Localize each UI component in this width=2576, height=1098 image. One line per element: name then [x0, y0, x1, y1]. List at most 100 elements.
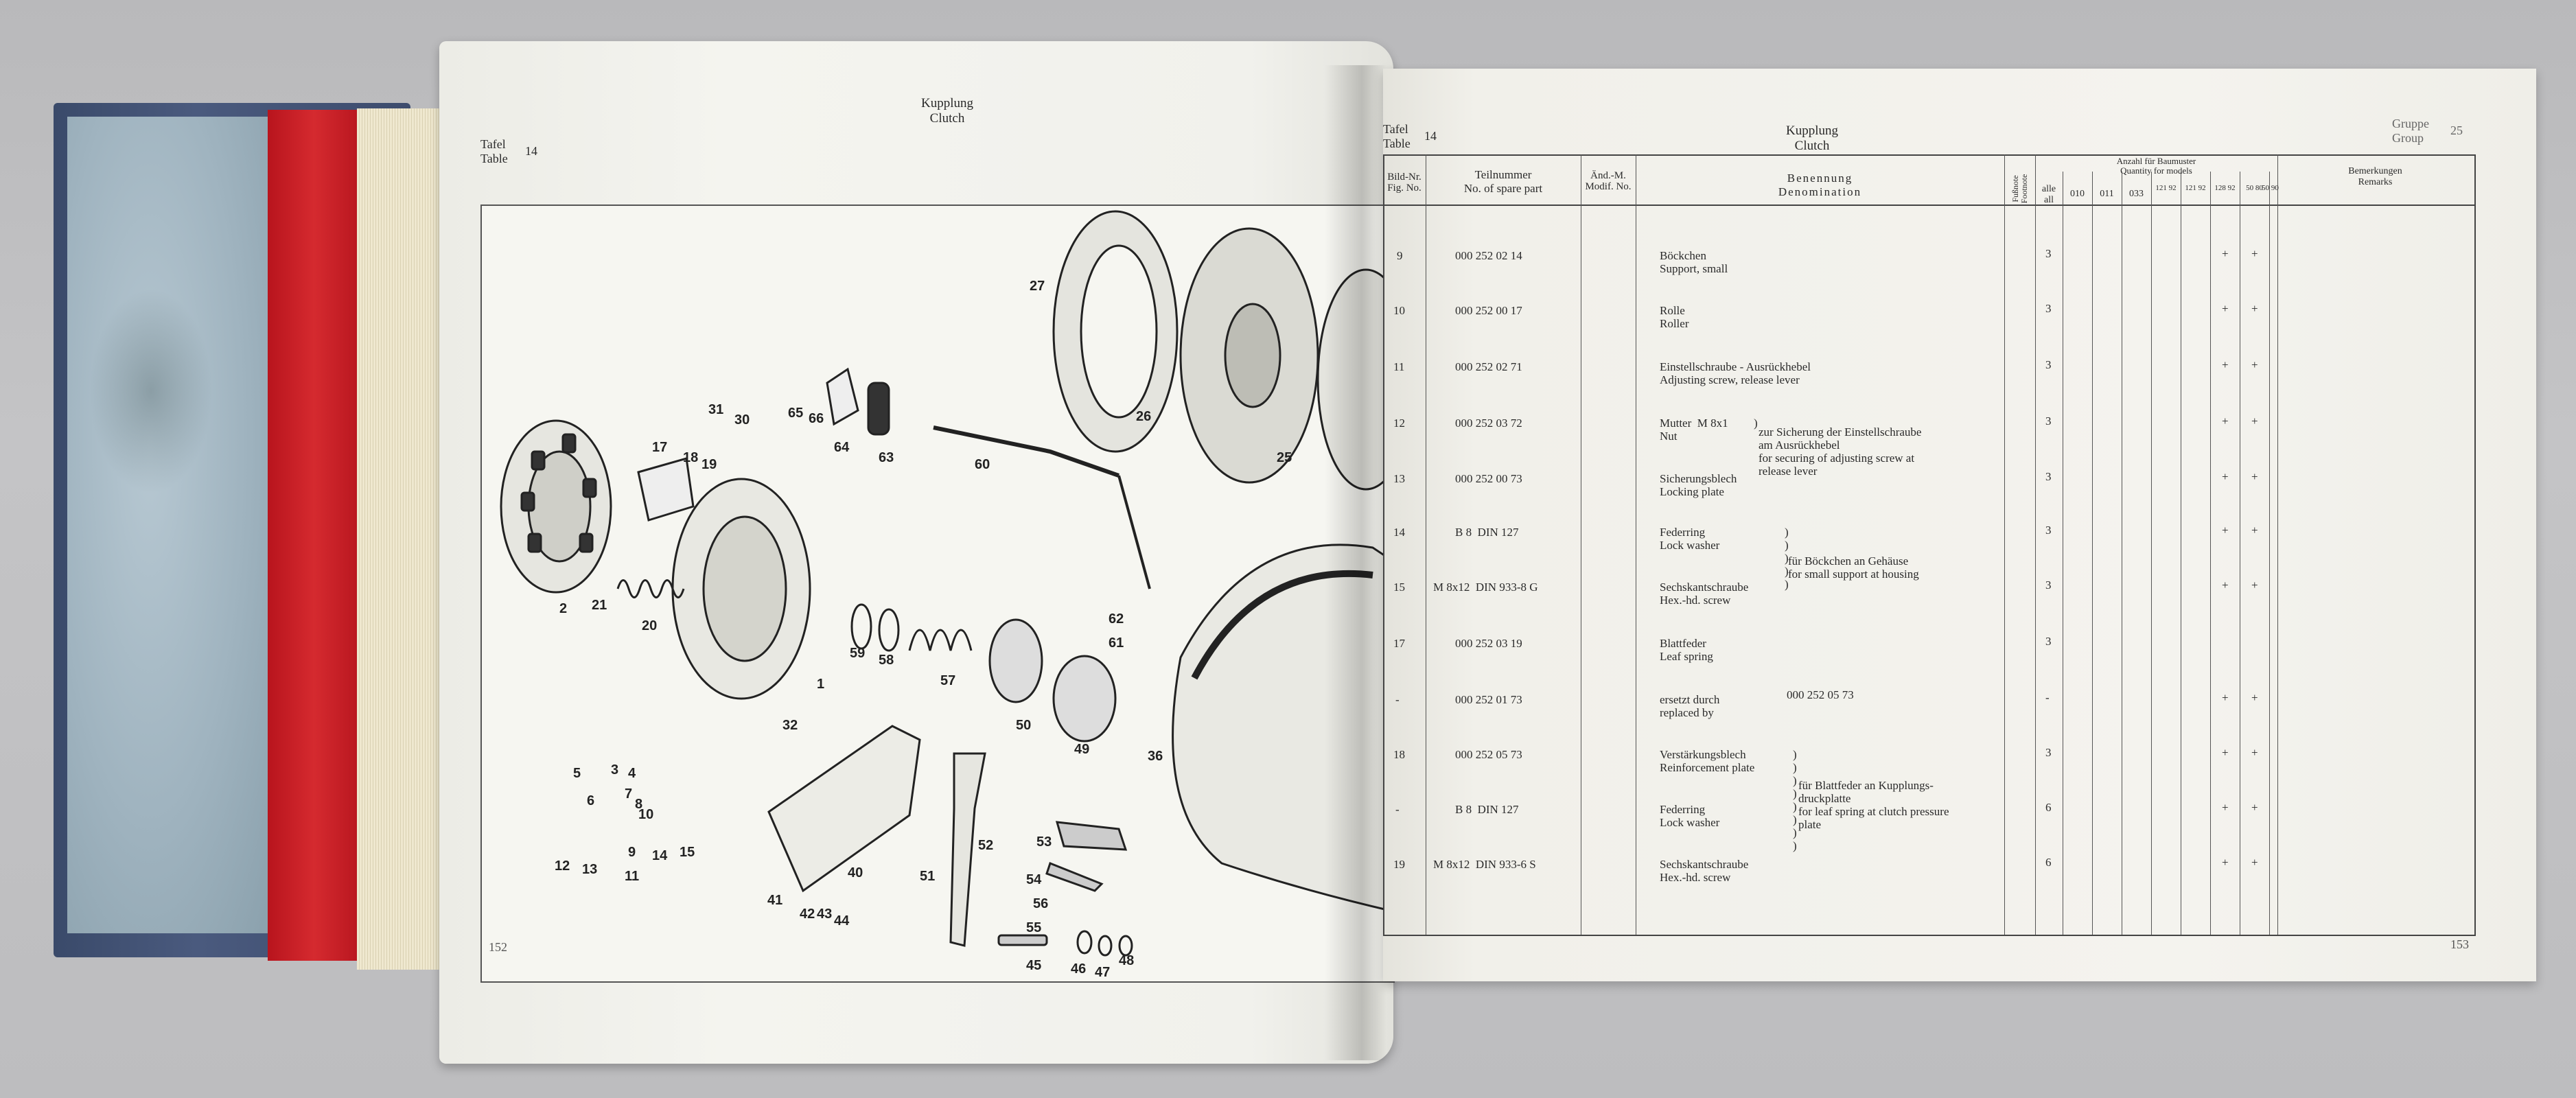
row-plus-a: + [2222, 801, 2229, 814]
table-header-divider [1383, 205, 2474, 206]
note-18a: für Blattfeder an Kupplungs- [1798, 779, 1934, 792]
bolt-45 [997, 934, 1048, 946]
col-divider-010 [2092, 172, 2093, 935]
header-modif: Änd.-M. Modif. No. [1581, 170, 1636, 192]
row-fig: 9 [1397, 249, 1403, 262]
label-10: 10 [638, 807, 653, 822]
row-fig: - [1395, 693, 1400, 706]
row-part: M 8x12 DIN 933-8 G [1433, 581, 1538, 594]
row-part: 000 252 01 73 [1455, 693, 1522, 706]
row-plus-b: + [2251, 247, 2258, 260]
header-col-5: 121 92 [2155, 184, 2177, 192]
release-rod-end [1117, 475, 1151, 589]
row-name-en: Support, small [1660, 262, 1728, 275]
row-qty: 3 [2045, 579, 2052, 592]
row-part: 000 252 00 17 [1455, 304, 1522, 317]
bracket-18: ) ) ) ) ) ) ) ) [1793, 748, 1797, 852]
label-11: 11 [625, 869, 639, 884]
note-12c: for securing of adjusting screw at [1759, 452, 1915, 465]
left-page-number: 152 [489, 940, 507, 954]
label-47: 47 [1095, 965, 1110, 980]
label-4: 4 [628, 766, 636, 781]
marbled-endpaper [67, 117, 273, 933]
label-19: 19 [701, 457, 717, 472]
row-qty: 3 [2045, 635, 2052, 648]
wave-spring-57 [908, 629, 973, 651]
label-25: 25 [1277, 450, 1292, 465]
right-title-de: Kupplung [1786, 124, 1838, 138]
row-name-de: Blattfeder [1660, 637, 1706, 650]
header-footnote: Fußnote Footnote [2010, 174, 2029, 204]
label-56: 56 [1033, 896, 1048, 911]
row-part: 000 252 00 73 [1455, 472, 1522, 485]
label-15: 15 [680, 845, 695, 860]
header-qty-de: Anzahl für Baumuster [2116, 156, 2196, 166]
row-name-en: Reinforcement plate [1660, 761, 1755, 774]
header-modif-en: Modif. No. [1585, 181, 1632, 192]
header-denom: Benennung Denomination [1636, 172, 2004, 199]
header-col-010: 010 [2070, 189, 2085, 199]
row-name-de: Federring [1660, 803, 1706, 816]
row-fig: 17 [1393, 637, 1405, 650]
row-name-en: Roller [1660, 317, 1689, 330]
parts-table [1383, 154, 2476, 936]
header-qty: Anzahl für Baumuster Quantity for models [2035, 156, 2277, 176]
row-part: 000 252 05 73 [1455, 748, 1522, 761]
endpaper-stain [89, 288, 213, 494]
row-part: 000 252 03 72 [1455, 417, 1522, 430]
header-denom-en: Denomination [1778, 185, 1862, 198]
label-27: 27 [1030, 279, 1045, 294]
row-fig: 13 [1393, 472, 1405, 485]
row-plus-b: + [2251, 579, 2258, 592]
row-name-de: Einstellschraube - Ausrückhebel [1660, 360, 1811, 373]
release-bearing [988, 618, 1043, 703]
right-title-block: Kupplung Clutch [1757, 124, 1867, 154]
row-qty: 6 [2045, 801, 2052, 814]
label-62: 62 [1109, 611, 1124, 627]
row-plus-a: + [2222, 358, 2229, 371]
label-12: 12 [555, 858, 570, 874]
label-52: 52 [978, 838, 993, 853]
col-divider-denom [2004, 154, 2005, 935]
right-page [1383, 69, 2536, 981]
row-name-de: Mutter M 8x1 [1660, 417, 1728, 430]
row-qty: 6 [2045, 856, 2052, 869]
label-55: 55 [1026, 920, 1041, 935]
row-plus-a: + [2222, 470, 2229, 483]
replacement-part: 000 252 05 73 [1787, 688, 1854, 701]
row-name-de: Verstärkungsblech [1660, 748, 1746, 761]
label-8: 8 [635, 797, 642, 812]
row-name-de: Sechskantschraube [1660, 858, 1749, 871]
row-plus-b: + [2251, 302, 2258, 315]
left-table-label: Table [480, 152, 508, 165]
release-fork [949, 752, 986, 947]
label-20: 20 [642, 618, 657, 633]
note-12a: zur Sicherung der Einstellschraube [1759, 425, 1922, 439]
header-all-de: alle [2041, 184, 2056, 194]
label-66: 66 [809, 411, 824, 426]
label-1: 1 [817, 677, 824, 692]
header-col-9: 50 90 [2262, 184, 2279, 192]
label-21: 21 [592, 598, 607, 613]
label-26: 26 [1136, 409, 1151, 424]
header-col-all: alle all [2035, 184, 2063, 206]
label-13: 13 [582, 862, 597, 877]
header-all-en: all [2044, 195, 2054, 205]
row-plus-b: + [2251, 414, 2258, 428]
col-divider-footnote [2035, 154, 2036, 935]
row-fig: 12 [1393, 417, 1405, 430]
header-col-8: 50 80 [2246, 184, 2263, 192]
clutch-disc-hub [1224, 303, 1281, 408]
row-plus-b: + [2251, 746, 2258, 759]
header-col-7: 128 92 [2214, 184, 2236, 192]
note-14b: for small support at housing [1788, 568, 1919, 581]
label-2: 2 [559, 601, 567, 616]
label-43: 43 [817, 907, 832, 922]
gruppe-label: Gruppe [2392, 117, 2429, 130]
row-plus-a: + [2222, 302, 2229, 315]
label-46: 46 [1071, 961, 1086, 977]
header-part-de: Teilnummer [1474, 168, 1532, 181]
row-fig: 18 [1393, 748, 1405, 761]
label-65: 65 [788, 406, 803, 421]
row-qty: - [2045, 691, 2050, 704]
